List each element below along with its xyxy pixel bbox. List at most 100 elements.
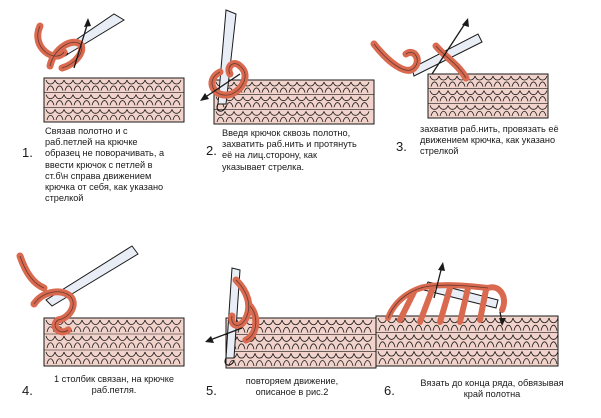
stitch	[317, 353, 328, 367]
stitch	[323, 96, 334, 108]
stitch	[117, 94, 128, 106]
stitch	[350, 96, 361, 108]
stitch	[224, 111, 235, 123]
stitch	[317, 319, 328, 333]
stitch	[422, 334, 433, 348]
stitch	[429, 105, 440, 117]
stitch	[449, 334, 460, 348]
stitch	[278, 81, 289, 93]
stitch	[326, 353, 337, 367]
stitch	[326, 319, 337, 333]
stitch	[108, 109, 119, 121]
stitch	[332, 81, 343, 93]
stitch	[530, 351, 541, 365]
stitch	[54, 335, 65, 349]
step-caption: Связав полотно и с раб.петлей на крючке …	[45, 126, 165, 204]
stitch	[539, 334, 550, 348]
stitch	[153, 351, 164, 365]
stitch	[215, 111, 226, 123]
stitch	[269, 81, 280, 93]
stitch	[305, 111, 316, 123]
direction-arrow	[433, 265, 443, 299]
stitch	[245, 353, 256, 367]
stitch	[45, 94, 56, 106]
stitch	[422, 351, 433, 365]
stitch	[269, 111, 280, 123]
stitch	[54, 79, 65, 91]
stitch	[135, 351, 146, 365]
stitch	[341, 81, 352, 93]
stitch	[72, 335, 83, 349]
stitch	[171, 335, 182, 349]
stitch	[117, 335, 128, 349]
stitch	[72, 351, 83, 365]
direction-arrow	[431, 21, 467, 75]
stitch	[281, 336, 292, 350]
fabric-swatch	[375, 315, 559, 367]
stitch	[72, 94, 83, 106]
stitch	[519, 75, 530, 87]
stitch	[353, 353, 364, 367]
stitch	[359, 81, 370, 93]
stitch	[126, 79, 137, 91]
stitch	[476, 351, 487, 365]
stitch	[63, 79, 74, 91]
stitch	[281, 353, 292, 367]
stitch	[548, 317, 559, 331]
stitch	[456, 90, 467, 102]
stitch	[99, 351, 110, 365]
stitch	[474, 75, 485, 87]
stitch	[287, 96, 298, 108]
stitch	[45, 351, 56, 365]
stitch	[162, 109, 173, 121]
stitch	[521, 351, 532, 365]
stitch	[296, 96, 307, 108]
stitch	[144, 79, 155, 91]
stitch	[171, 351, 182, 365]
stitch	[512, 351, 523, 365]
stitch	[510, 75, 521, 87]
stitch	[171, 319, 182, 333]
stitch	[447, 90, 458, 102]
stitch	[438, 90, 449, 102]
stitch	[431, 351, 442, 365]
stitch	[305, 81, 316, 93]
stitch	[272, 319, 283, 333]
stitch	[344, 319, 355, 333]
step-number: 1.	[22, 145, 33, 160]
stitch	[332, 111, 343, 123]
stitch	[308, 319, 319, 333]
direction-arrow	[203, 73, 241, 99]
stitch	[438, 75, 449, 87]
stitch	[483, 75, 494, 87]
stitch	[135, 109, 146, 121]
stitch	[458, 351, 469, 365]
fabric-swatch	[427, 73, 549, 119]
stitch	[299, 353, 310, 367]
stitch	[458, 334, 469, 348]
stitch	[153, 319, 164, 333]
step-number: 4.	[22, 383, 33, 398]
stitch	[465, 90, 476, 102]
stitch	[510, 105, 521, 117]
stitch	[108, 79, 119, 91]
stitch	[492, 105, 503, 117]
step-number: 3.	[396, 139, 407, 154]
stitch	[404, 334, 415, 348]
stitch	[162, 335, 173, 349]
stitch	[341, 111, 352, 123]
stitch	[395, 334, 406, 348]
stitch	[117, 319, 128, 333]
stitch	[278, 96, 289, 108]
stitch	[171, 79, 182, 91]
stitch	[335, 353, 346, 367]
stitch	[290, 319, 301, 333]
stitch	[144, 335, 155, 349]
stitch	[99, 109, 110, 121]
stitch	[377, 334, 388, 348]
stitch	[45, 109, 56, 121]
step-number: 6.	[384, 383, 395, 398]
stitch	[548, 351, 559, 365]
stitch	[269, 96, 280, 108]
stitch	[263, 336, 274, 350]
